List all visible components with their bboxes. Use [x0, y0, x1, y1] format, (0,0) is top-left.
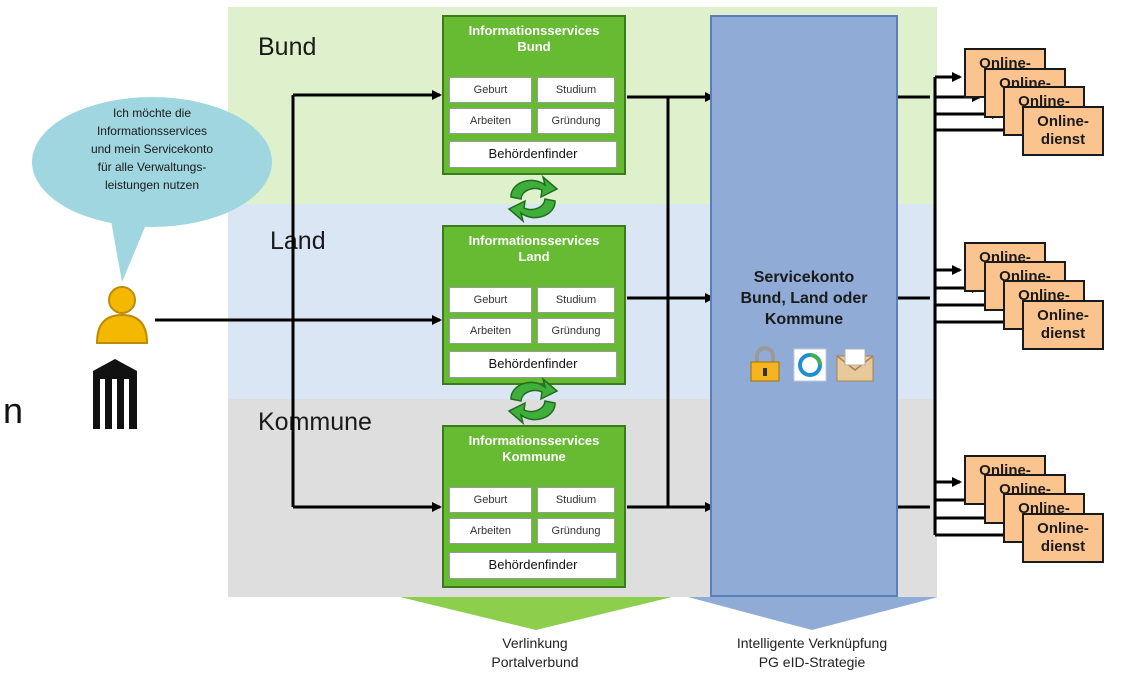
title-line: Informationsservices: [468, 233, 600, 248]
level-label-kommune: Kommune: [258, 408, 372, 436]
service-gruendung[interactable]: Gründung: [537, 518, 615, 544]
online-dienst-card-front[interactable]: Online- dienst: [1022, 300, 1104, 350]
card-line: Online-: [1037, 113, 1089, 130]
service-studium[interactable]: Studium: [537, 487, 615, 513]
card-line: dienst: [1040, 538, 1086, 555]
sync-arrows-icon: [507, 376, 559, 426]
title-line: Informationsservices: [468, 23, 600, 38]
servicekonto-line: Servicekonto: [753, 269, 855, 286]
caption-line: Intelligente Verknüpfung: [736, 635, 888, 651]
level-label-bund: Bund: [258, 33, 317, 61]
bubble-line: leistungen nutzen: [104, 178, 200, 192]
bubble-line: und mein Servicekonto: [90, 142, 214, 156]
envelope-icon: [836, 348, 874, 382]
service-arbeiten[interactable]: Arbeiten: [449, 518, 532, 544]
service-studium[interactable]: Studium: [537, 287, 615, 313]
servicekonto-line: Kommune: [764, 311, 844, 328]
building-icon: [93, 359, 137, 429]
card-line: dienst: [1040, 325, 1086, 342]
service-gruendung[interactable]: Gründung: [537, 108, 615, 134]
left-edge-fragment: n: [3, 390, 24, 431]
title-line: Land: [518, 249, 550, 264]
servicekonto-panel: [710, 15, 898, 597]
online-dienst-card-front[interactable]: Online- dienst: [1022, 106, 1104, 156]
card-line: Online-: [1037, 520, 1089, 537]
caption-line: Portalverbund: [491, 654, 579, 670]
eid-ring-icon: [793, 348, 827, 382]
person-icon: [95, 286, 149, 344]
caption-line: Verlinkung: [502, 635, 568, 651]
eid-wedge: [688, 597, 938, 630]
card-line: dienst: [1040, 131, 1086, 148]
behoerdenfinder-button[interactable]: Behördenfinder: [449, 552, 617, 579]
servicekonto-line: Bund, Land oder: [740, 290, 868, 307]
service-arbeiten[interactable]: Arbeiten: [449, 318, 532, 344]
behoerdenfinder-button[interactable]: Behördenfinder: [449, 351, 617, 378]
bubble-line: für alle Verwaltungs-: [97, 160, 207, 174]
sync-arrows-icon: [507, 174, 559, 224]
level-label-land: Land: [270, 227, 326, 255]
caption-eid-strategie: Intelligente Verknüpfung PG eID-Strategi…: [692, 634, 932, 672]
bubble-line: Ich möchte die: [112, 106, 192, 120]
caption-portalverbund: Verlinkung Portalverbund: [440, 634, 630, 672]
title-line: Kommune: [502, 449, 566, 464]
service-arbeiten[interactable]: Arbeiten: [449, 108, 532, 134]
title-line: Bund: [517, 39, 551, 54]
info-services-bund: Informationsservices Bund Geburt Studium…: [442, 15, 626, 175]
lock-icon: [750, 346, 780, 382]
info-services-title: Informationsservices Land: [444, 233, 624, 265]
portalverbund-wedge: [400, 597, 672, 630]
servicekonto-title: Servicekonto Bund, Land oder Kommune: [710, 267, 898, 330]
service-geburt[interactable]: Geburt: [449, 287, 532, 313]
service-geburt[interactable]: Geburt: [449, 77, 532, 103]
caption-line: PG eID-Strategie: [758, 654, 866, 670]
behoerdenfinder-button[interactable]: Behördenfinder: [449, 141, 617, 168]
service-geburt[interactable]: Geburt: [449, 487, 532, 513]
title-line: Informationsservices: [468, 433, 600, 448]
speech-bubble-text: Ich möchte die Informationsservices und …: [62, 104, 242, 194]
service-studium[interactable]: Studium: [537, 77, 615, 103]
info-services-title: Informationsservices Bund: [444, 23, 624, 55]
bubble-line: Informationsservices: [96, 124, 208, 138]
service-gruendung[interactable]: Gründung: [537, 318, 615, 344]
info-services-title: Informationsservices Kommune: [444, 433, 624, 465]
card-line: Online-: [1037, 307, 1089, 324]
info-services-land: Informationsservices Land Geburt Studium…: [442, 225, 626, 385]
online-dienst-card-front[interactable]: Online- dienst: [1022, 513, 1104, 563]
info-services-kommune: Informationsservices Kommune Geburt Stud…: [442, 425, 626, 588]
